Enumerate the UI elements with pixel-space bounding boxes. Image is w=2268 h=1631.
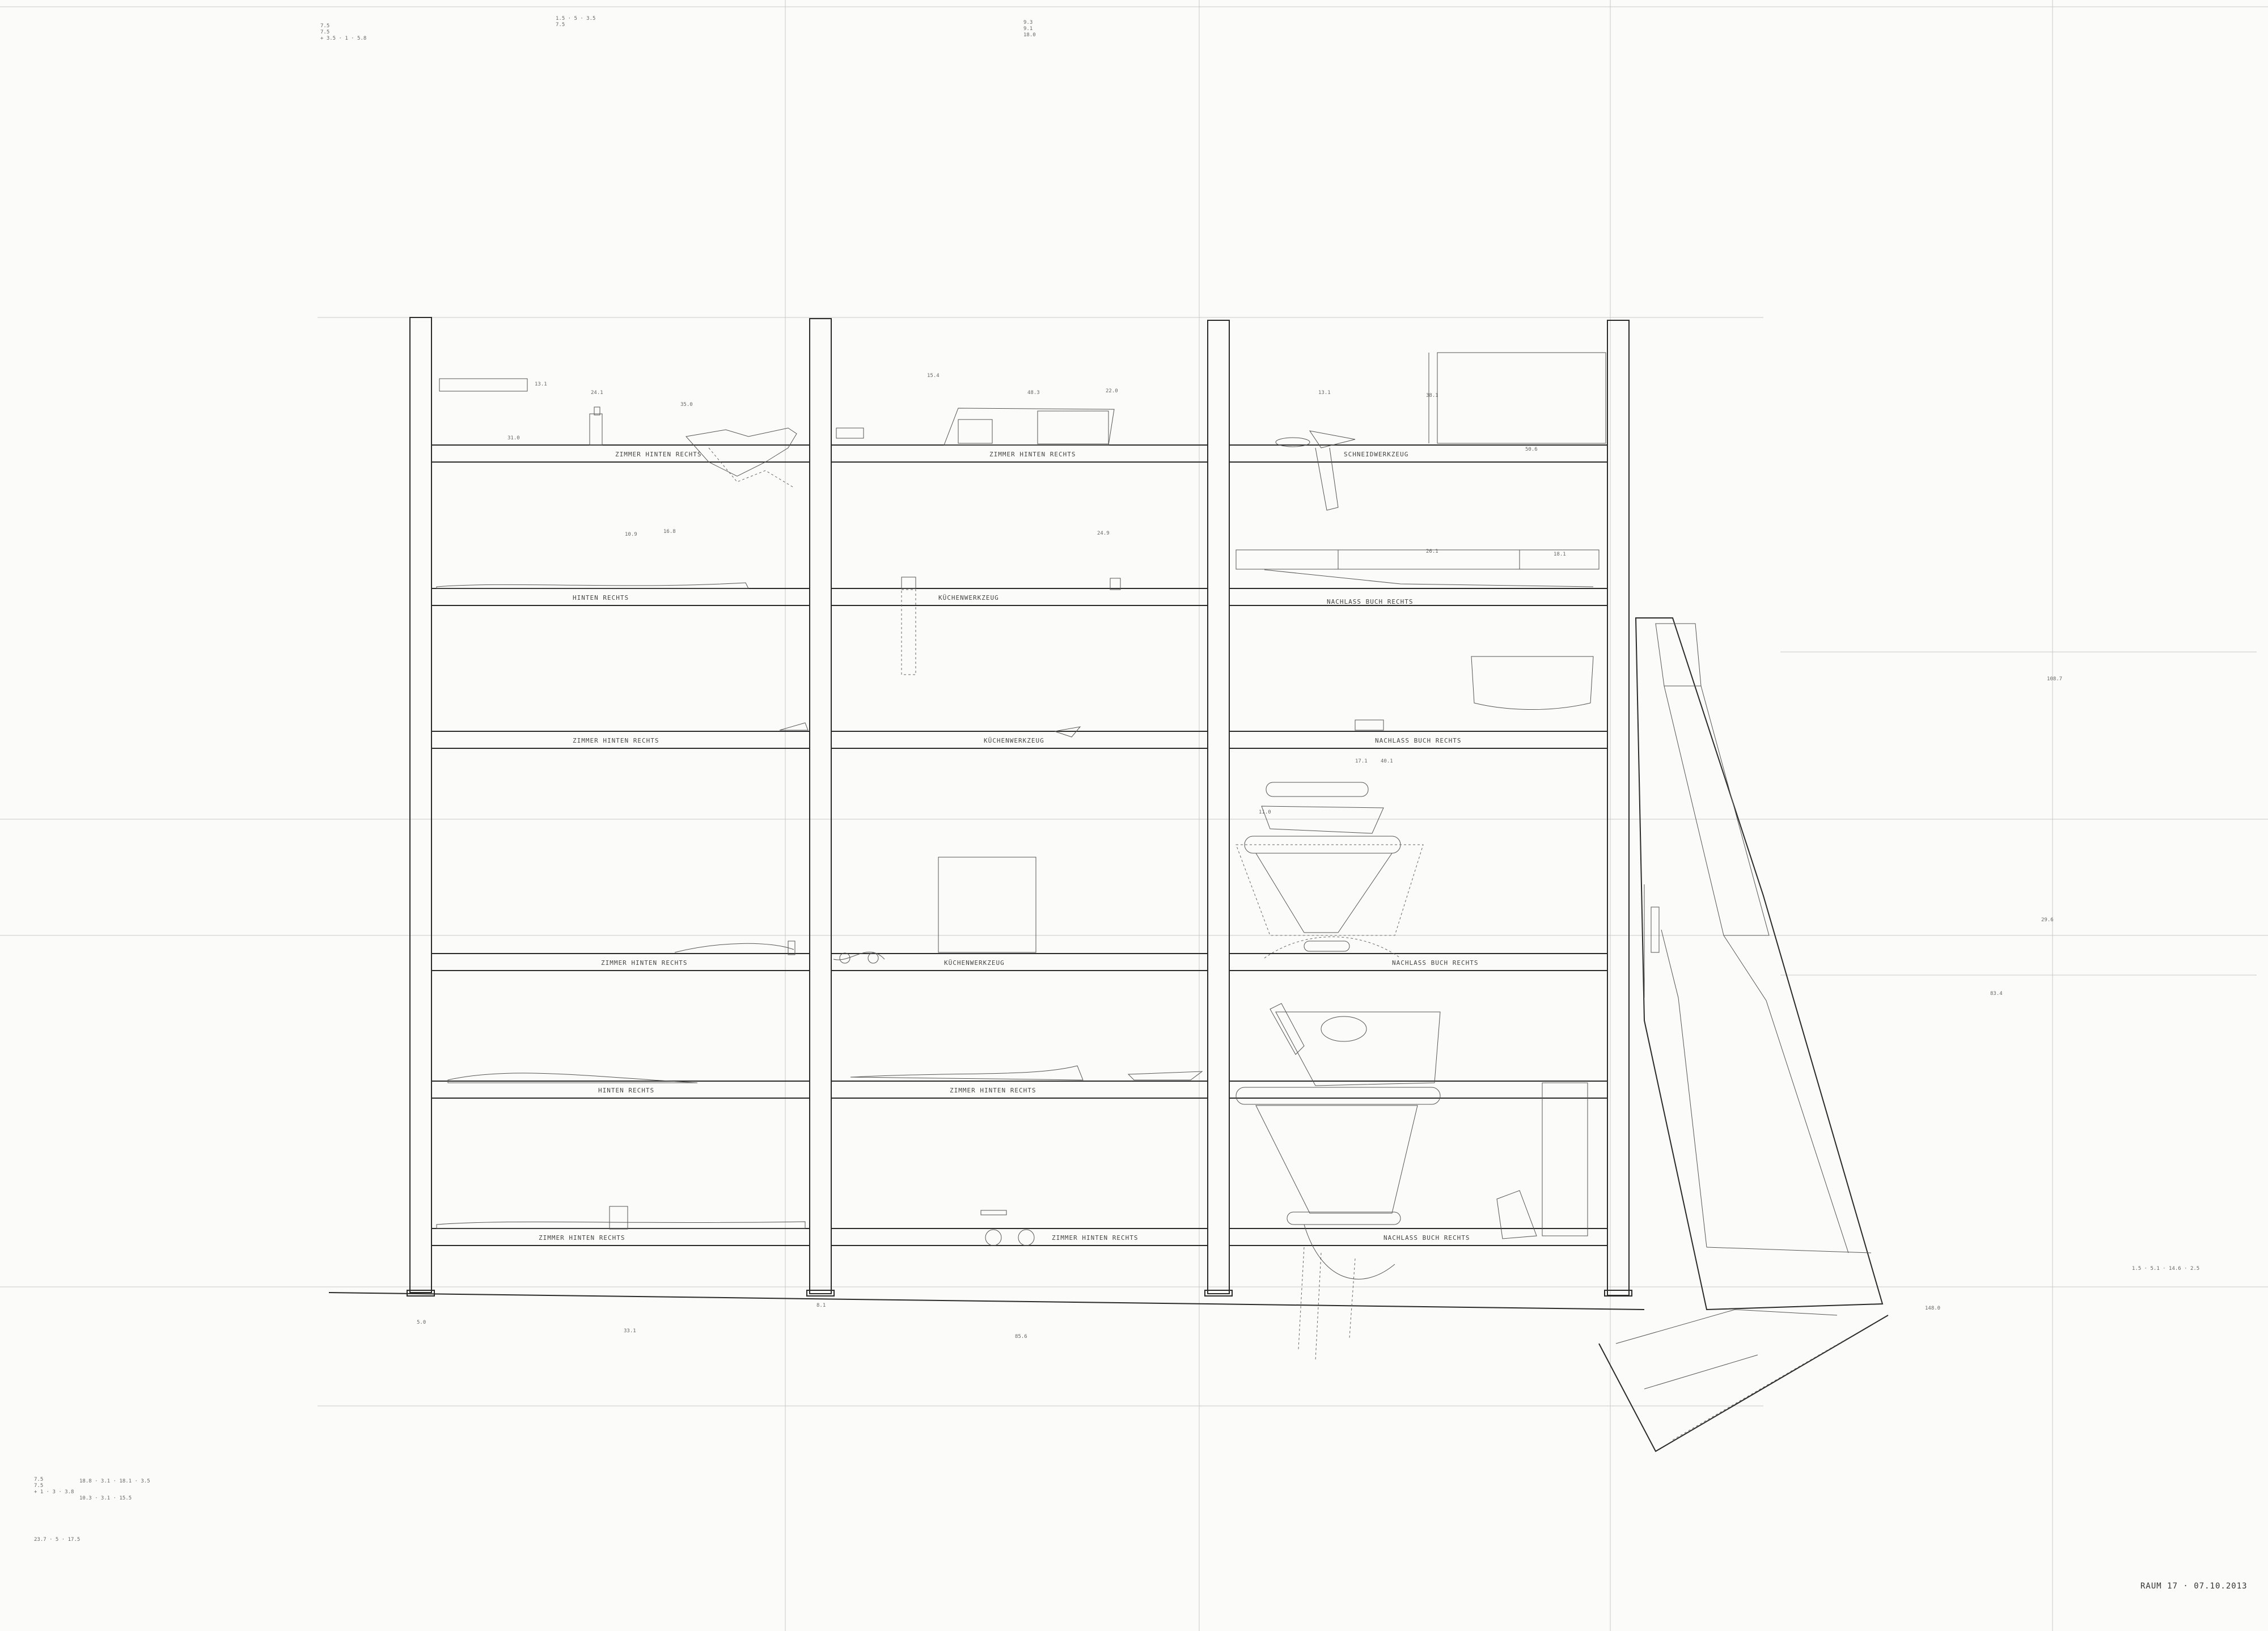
note-c1-shelf1-a: 24.1 — [591, 390, 603, 396]
label-c2-r6: ZIMMER HINTEN RECHTS — [1052, 1234, 1138, 1242]
note-c1-shelf1-b: 35.0 — [680, 402, 693, 408]
label-c1-r4: ZIMMER HINTEN RECHTS — [601, 959, 687, 967]
leaning-ladder — [1598, 617, 1889, 1452]
note-c1-shelf2-a: 10.9 — [625, 532, 637, 537]
label-c3-r1: SCHNEIDWERKZEUG — [1344, 451, 1408, 458]
label-c1-r2: HINTEN RECHTS — [573, 594, 629, 601]
label-c2-r3: KÜCHENWERKZEUG — [984, 737, 1044, 744]
note-c1-top: 13.1 — [535, 382, 547, 387]
note-c2-shelf1-c: 22.0 — [1106, 388, 1118, 394]
note-c3-shelf2-b: 18.1 — [1554, 552, 1566, 557]
label-c2-r5: ZIMMER HINTEN RECHTS — [950, 1087, 1036, 1094]
note-c3-bowl-a: 17.1 — [1355, 759, 1368, 764]
note-right-d: 148.0 — [1925, 1306, 1940, 1311]
shelf-posts — [328, 317, 1645, 1310]
label-c3-r4: NACHLASS BUCH RECHTS — [1392, 959, 1478, 967]
note-c3-shelf1-a: 13.1 — [1318, 390, 1331, 396]
note-right-c: 83.4 — [1990, 991, 2003, 997]
label-c1-r6: ZIMMER HINTEN RECHTS — [539, 1234, 625, 1242]
note-bottom-4: 8.1 — [816, 1303, 826, 1308]
note-bottom-left-c: 10.3 · 3.1 · 15.5 — [79, 1496, 132, 1501]
note-right-a: 108.7 — [2047, 676, 2062, 682]
note-bottom-1: 5.0 — [417, 1320, 426, 1325]
label-c3-r2: NACHLASS BUCH RECHTS — [1327, 598, 1413, 605]
note-c1-shelf2-b: 16.8 — [663, 529, 676, 535]
note-c2-shelf1-b: 48.3 — [1027, 390, 1040, 396]
label-c1-r5: HINTEN RECHTS — [598, 1087, 654, 1094]
note-c3-bowl-b: 11.0 — [1259, 810, 1271, 815]
label-c1-r3: ZIMMER HINTEN RECHTS — [573, 737, 659, 744]
note-c3-shelf2-a: 26.1 — [1426, 549, 1438, 554]
hopper-assembly — [1235, 782, 1441, 1361]
label-c2-r2: KÜCHENWERKZEUG — [938, 594, 999, 601]
label-c3-r3: NACHLASS BUCH RECHTS — [1375, 737, 1461, 744]
note-right-e: 1.5 · 5.1 · 14.6 · 2.5 — [2132, 1266, 2199, 1272]
note-bottom-2: 33.1 — [624, 1328, 636, 1334]
note-c3-shelf1-b: 38.1 — [1426, 393, 1438, 399]
shelf-objects — [436, 352, 1606, 1246]
label-c2-r4: KÜCHENWERKZEUG — [944, 959, 1005, 967]
label-c3-r6: NACHLASS BUCH RECHTS — [1383, 1234, 1470, 1242]
shelf-labels: ZIMMER HINTEN RECHTS HINTEN RECHTS ZIMME… — [539, 451, 1478, 1242]
note-c1-shelf1-c: 31.0 — [507, 435, 520, 441]
sheet-signature: RAUM 17 · 07.10.2013 — [2140, 1582, 2248, 1591]
note-c2-shelf1-a: 15.4 — [927, 373, 940, 379]
label-c2-r1: ZIMMER HINTEN RECHTS — [989, 451, 1076, 458]
note-c3-shelf1-c: 50.6 — [1525, 447, 1538, 452]
note-bottom-left-b: 18.8 · 3.1 · 18.1 · 3.5 — [79, 1479, 150, 1484]
note-c3-bowl-c: 40.1 — [1381, 759, 1393, 764]
note-bottom-3: 85.6 — [1015, 1334, 1027, 1340]
shelf-boards — [431, 444, 1608, 1246]
note-right-b: 29.6 — [2041, 917, 2054, 923]
note-bottom-left-d: 23.7 · 5 · 17.5 — [34, 1537, 80, 1543]
label-c1-r1: ZIMMER HINTEN RECHTS — [615, 451, 701, 458]
note-c2-shelf2: 24.9 — [1097, 531, 1110, 536]
